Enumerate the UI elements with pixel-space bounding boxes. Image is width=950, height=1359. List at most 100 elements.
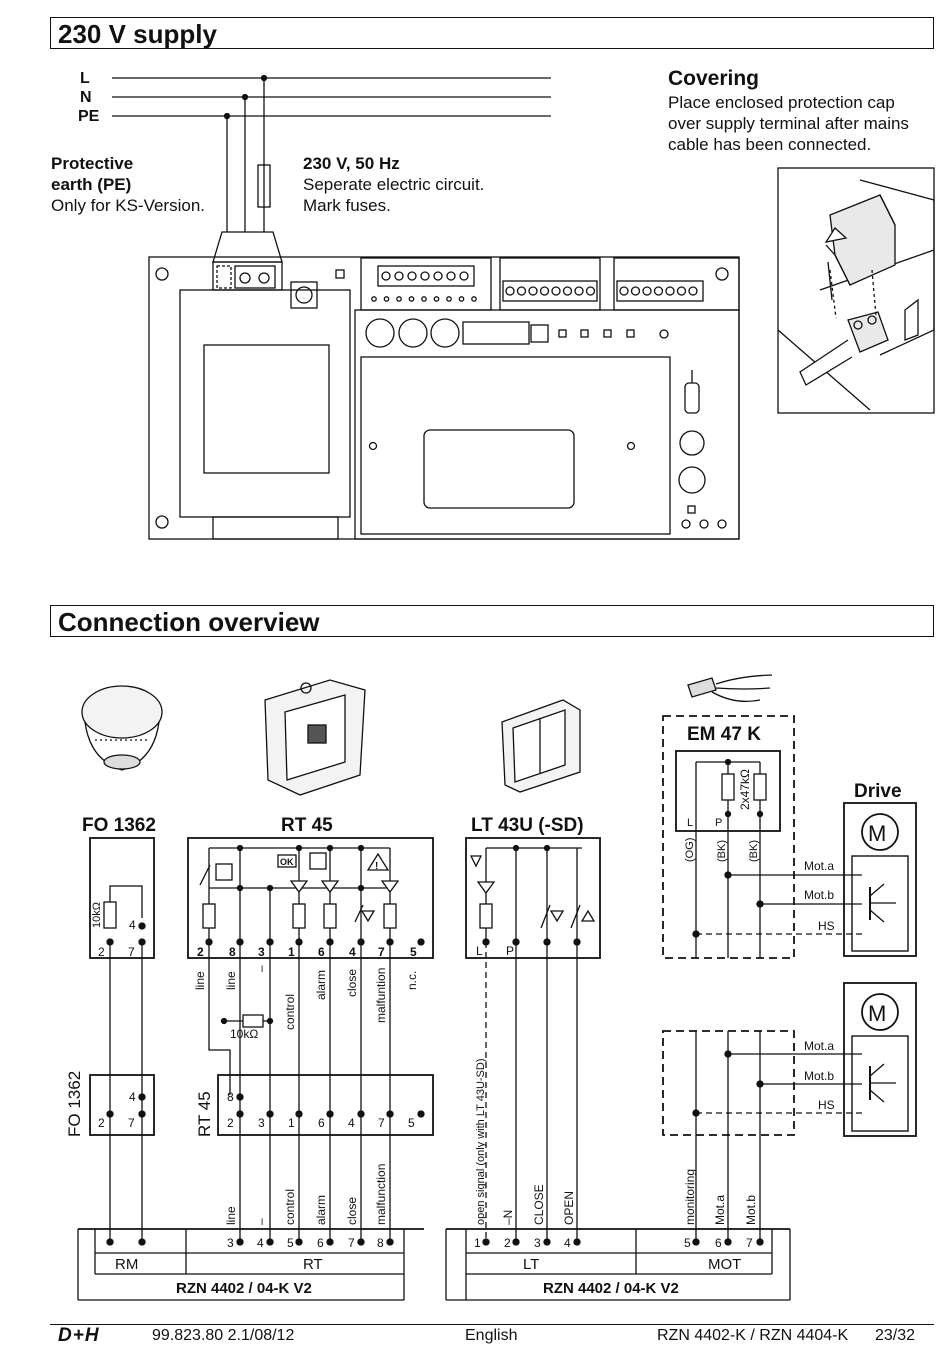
strip-num: 6	[317, 1236, 324, 1250]
supply-note: 230 V, 50 Hz Seperate electric circuit. …	[303, 153, 484, 216]
protection-cap-illustration	[777, 167, 935, 414]
lt-term: P	[506, 944, 514, 958]
terminal-screw	[665, 286, 675, 296]
led-icon	[476, 881, 496, 895]
led-icon	[289, 880, 309, 894]
terminal-screw	[574, 286, 584, 296]
rt-label: line	[224, 971, 238, 990]
dh-logo: D+H	[58, 1325, 100, 1346]
rt-term: 8	[229, 945, 236, 959]
strip-num: 7	[746, 1236, 753, 1250]
mid-rt-term: 7	[378, 1116, 385, 1130]
strip-num: 3	[534, 1236, 541, 1250]
covering-note: Covering Place enclosed protection cap o…	[668, 66, 909, 155]
fo-term: 7	[128, 945, 135, 959]
switch-icon	[354, 904, 364, 923]
motor-icon	[861, 993, 899, 1031]
bottom-label: OPEN	[562, 1191, 576, 1225]
mid-rt-term: 5	[408, 1116, 415, 1130]
mot-label: Mot.a	[804, 859, 834, 873]
wire-color: (BK)	[748, 840, 760, 862]
em-box-2: Mot.a Mot.b HS	[662, 1030, 862, 1136]
strip-num: 6	[715, 1236, 722, 1250]
em-resistor-label: 2x47kΩ	[738, 769, 752, 810]
strip-group: RT	[303, 1256, 323, 1273]
device-title-rt: RT 45	[281, 815, 333, 836]
page-number: 23/32	[875, 1327, 916, 1344]
bottom-label: alarm	[314, 1195, 328, 1225]
pe-note-line: earth (PE)	[51, 175, 132, 194]
terminal-strip-right: 1 2 3 4 5 6 7 LT MOT RZN 4402 / 04-K V2	[445, 1228, 791, 1301]
device-title-lt: LT 43U (-SD)	[471, 815, 584, 836]
line-label-l: L	[80, 70, 90, 87]
device-title-em: EM 47 K	[687, 724, 761, 745]
mid-rt-term: 8	[227, 1090, 234, 1104]
switch-icon	[570, 904, 581, 929]
rt-resistor: 10kΩ	[220, 1014, 274, 1041]
mot-label: HS	[818, 1098, 835, 1112]
mid-rt-term: 3	[258, 1116, 265, 1130]
triangle-down-icon	[549, 910, 565, 923]
supply-note-line: Mark fuses.	[303, 196, 391, 215]
covering-line: cable has been connected.	[668, 135, 872, 154]
mid-fo-label: FO 1362	[65, 1071, 84, 1137]
covering-title: Covering	[668, 67, 760, 90]
ok-icon-label: OK	[280, 857, 294, 867]
rt-term: 2	[197, 945, 204, 959]
terminal-screw	[505, 286, 515, 296]
bottom-label: close	[345, 1197, 359, 1225]
motor-symbol: M	[868, 1001, 886, 1026]
rt-box: OK ! 2 8 3 1 6 4 7 5	[187, 837, 434, 959]
model-name: RZN 4402-K / RZN 4404-K	[657, 1327, 849, 1344]
terminal-screw	[407, 271, 417, 281]
rt-label: line	[193, 971, 207, 990]
board-name: RZN 4402 / 04-K V2	[543, 1280, 679, 1297]
line-label-pe: PE	[78, 108, 100, 125]
terminal-strip-left: 3 4 5 6 7 8 RM RT RZN 4402 / 04-K V2	[77, 1228, 424, 1301]
wall-switch-illustration	[501, 699, 581, 793]
mid-rt-term: 4	[348, 1116, 355, 1130]
fo-resistor-label: 10kΩ	[91, 902, 103, 928]
mot-label: HS	[818, 919, 835, 933]
terminal-screw	[585, 286, 596, 296]
supply-note-line: Seperate electric circuit.	[303, 175, 485, 194]
bottom-label: Mot.b	[744, 1195, 758, 1225]
rt-term: 5	[410, 945, 417, 959]
rt-term-dots	[205, 938, 425, 946]
terminal-screw	[381, 271, 391, 281]
terminal-screw	[383, 296, 390, 302]
triangle-up-icon	[580, 909, 596, 922]
strip-num: 4	[564, 1236, 571, 1250]
wire-color: (BK)	[716, 840, 728, 862]
switch-icon	[540, 904, 551, 929]
strip-num: 5	[684, 1236, 691, 1250]
em-term: P	[715, 817, 722, 829]
rt-term: 6	[318, 945, 325, 959]
terminal-screw	[619, 286, 629, 296]
mid-fo-term: 4	[129, 1090, 136, 1104]
bottom-label: monitoring	[683, 1169, 697, 1225]
bottom-label: line	[224, 1206, 238, 1225]
terminal-screw	[471, 296, 477, 302]
terminal-screw	[539, 286, 550, 296]
alarm-hand-icon	[309, 852, 327, 870]
pe-note: Protective earth (PE) Only for KS-Versio…	[51, 153, 205, 216]
warning-icon	[824, 227, 848, 243]
bottom-label: –	[254, 1218, 268, 1225]
terminal-screw	[676, 286, 687, 296]
mid-rt-label: RT 45	[195, 1091, 214, 1137]
terminal-screw	[459, 271, 469, 281]
terminal-screw	[421, 296, 427, 302]
section-header-connection: Connection overview	[50, 605, 934, 637]
ok-icon	[277, 854, 297, 868]
mid-fo-term: 7	[128, 1116, 135, 1130]
rt-labels: line line – control alarm close malfunti…	[193, 965, 419, 1030]
strip-num: 1	[474, 1236, 481, 1250]
terminal-screw	[433, 296, 440, 302]
rt-resistor-label: 10kΩ	[230, 1027, 258, 1041]
terminal-screw	[551, 286, 561, 296]
pe-note-line: Only for KS-Version.	[51, 196, 206, 215]
section-header-supply: 230 V supply	[50, 17, 934, 49]
em-term: L	[687, 817, 693, 829]
